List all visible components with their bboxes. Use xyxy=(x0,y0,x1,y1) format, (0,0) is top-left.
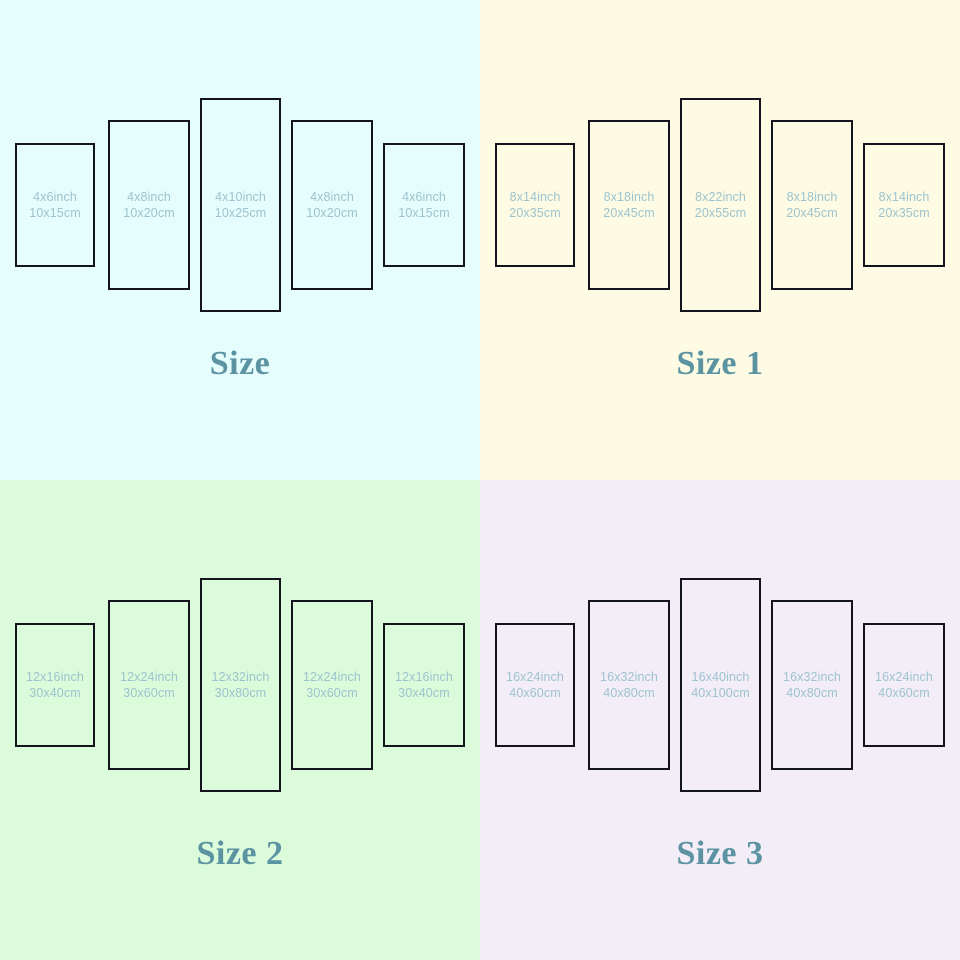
panel-size-label: 16x32inch 40x80cm xyxy=(783,669,841,702)
panel-size-label: 4x10inch 10x25cm xyxy=(215,189,266,222)
panel-size-inches: 8x18inch xyxy=(603,189,655,204)
size-panel: 8x22inch 20x55cm xyxy=(680,98,761,312)
panel-size-cm: 40x60cm xyxy=(509,686,561,700)
panel-size-label: 12x32inch 30x80cm xyxy=(212,669,270,702)
quadrant-size-1: 8x14inch 20x35cm 8x18inch 20x45cm 8x22inch 20… xyxy=(480,0,960,480)
panel-size-label: 4x8inch 10x20cm xyxy=(123,189,174,222)
panel-size-cm: 10x15cm xyxy=(398,206,450,220)
panel-size-inches: 16x24inch xyxy=(875,669,933,684)
panel-size-label: 16x40inch 40x100cm xyxy=(691,669,749,702)
panel-size-inches: 12x32inch xyxy=(211,669,270,684)
panel-size-inches: 12x24inch xyxy=(120,669,178,684)
panel-size-inches: 16x24inch xyxy=(506,669,564,684)
panel-size-label: 12x24inch 30x60cm xyxy=(303,669,361,702)
quadrant-size-2: 12x16inch 30x40cm 12x24inch 30x60cm 12x32inc… xyxy=(0,480,480,960)
panel-size-inches: 8x14inch xyxy=(509,189,561,204)
size-panel: 4x8inch 10x20cm xyxy=(291,120,373,290)
panel-size-inches: 12x16inch xyxy=(395,669,453,684)
size-panel: 8x18inch 20x45cm xyxy=(771,120,853,290)
panel-size-label: 16x24inch 40x60cm xyxy=(506,669,564,702)
panel-size-label: 12x16inch 30x40cm xyxy=(395,669,453,702)
quadrant-title-size-1: Size 1 xyxy=(676,345,764,382)
size-panel: 12x32inch 30x80cm xyxy=(200,578,281,792)
size-panel: 8x14inch 20x35cm xyxy=(863,143,945,267)
size-panel: 16x24inch 40x60cm xyxy=(495,623,575,747)
panel-size-cm: 10x20cm xyxy=(123,206,175,220)
panel-size-label: 8x22inch 20x55cm xyxy=(695,189,746,222)
panel-size-label: 16x24inch 40x60cm xyxy=(875,669,933,702)
size-panel: 16x40inch 40x100cm xyxy=(680,578,761,792)
panel-size-cm: 10x25cm xyxy=(214,206,267,220)
panel-size-inches: 4x8inch xyxy=(127,189,171,204)
panel-size-cm: 30x60cm xyxy=(306,686,358,700)
size-panel: 4x10inch 10x25cm xyxy=(200,98,281,312)
panel-size-inches: 8x14inch xyxy=(878,189,930,204)
panel-size-cm: 30x80cm xyxy=(214,686,267,700)
panel-size-label: 12x24inch 30x60cm xyxy=(120,669,178,702)
size-panel: 12x16inch 30x40cm xyxy=(15,623,95,747)
size-panel: 8x14inch 20x35cm xyxy=(495,143,575,267)
panel-size-inches: 4x10inch xyxy=(215,189,266,204)
quadrant-title-size-3: Size 3 xyxy=(676,835,764,872)
size-panel: 16x32inch 40x80cm xyxy=(588,600,670,770)
panel-size-cm: 20x45cm xyxy=(603,206,655,220)
size-panel: 4x6inch 10x15cm xyxy=(383,143,465,267)
panel-size-cm: 10x15cm xyxy=(29,206,81,220)
quadrant-title-size: Size xyxy=(209,345,271,382)
quadrant-size-3: 16x24inch 40x60cm 16x32inch 40x80cm 16x40inc… xyxy=(480,480,960,960)
panel-size-inches: 16x32inch xyxy=(783,669,841,684)
panel-size-label: 4x6inch 10x15cm xyxy=(29,189,80,222)
panel-size-cm: 40x60cm xyxy=(878,686,930,700)
panel-size-label: 16x32inch 40x80cm xyxy=(600,669,658,702)
size-panel: 12x16inch 30x40cm xyxy=(383,623,465,747)
panel-size-cm: 30x60cm xyxy=(123,686,175,700)
panel-size-inches: 8x22inch xyxy=(695,189,746,204)
panel-size-inches: 8x18inch xyxy=(786,189,838,204)
size-panel: 4x8inch 10x20cm xyxy=(108,120,190,290)
panel-size-cm: 20x45cm xyxy=(786,206,838,220)
panel-group-size-2: 12x16inch 30x40cm 12x24inch 30x60cm 12x32inc… xyxy=(0,480,480,960)
panel-size-label: 8x14inch 20x35cm xyxy=(509,189,560,222)
panel-group-size-3: 16x24inch 40x60cm 16x32inch 40x80cm 16x40inc… xyxy=(480,480,960,960)
panel-size-inches: 4x8inch xyxy=(310,189,354,204)
size-panel: 8x18inch 20x45cm xyxy=(588,120,670,290)
panel-size-cm: 20x35cm xyxy=(509,206,561,220)
panel-size-label: 12x16inch 30x40cm xyxy=(26,669,84,702)
panel-size-cm: 20x55cm xyxy=(694,206,747,220)
panel-size-inches: 16x40inch xyxy=(691,669,750,684)
panel-size-inches: 12x24inch xyxy=(303,669,361,684)
panel-size-cm: 20x35cm xyxy=(878,206,930,220)
panel-size-cm: 30x40cm xyxy=(398,686,450,700)
panel-size-cm: 40x80cm xyxy=(786,686,838,700)
size-panel: 16x24inch 40x60cm xyxy=(863,623,945,747)
panel-size-cm: 40x100cm xyxy=(691,686,750,700)
panel-size-cm: 40x80cm xyxy=(603,686,655,700)
panel-size-inches: 4x6inch xyxy=(402,189,446,204)
panel-group-size: 4x6inch 10x15cm 4x8inch 10x20cm 4x10inch 10x2… xyxy=(0,0,480,480)
panel-size-inches: 4x6inch xyxy=(33,189,77,204)
size-panel: 12x24inch 30x60cm xyxy=(291,600,373,770)
panel-size-label: 4x6inch 10x15cm xyxy=(398,189,449,222)
panel-size-label: 8x18inch 20x45cm xyxy=(603,189,654,222)
panel-size-cm: 30x40cm xyxy=(29,686,81,700)
panel-size-inches: 16x32inch xyxy=(600,669,658,684)
panel-size-cm: 10x20cm xyxy=(306,206,358,220)
quadrant-size: 4x6inch 10x15cm 4x8inch 10x20cm 4x10inch 10x2… xyxy=(0,0,480,480)
panel-size-label: 8x14inch 20x35cm xyxy=(878,189,929,222)
quadrant-title-size-2: Size 2 xyxy=(196,835,284,872)
panel-size-label: 4x8inch 10x20cm xyxy=(306,189,357,222)
panel-group-size-1: 8x14inch 20x35cm 8x18inch 20x45cm 8x22inch 20… xyxy=(480,0,960,480)
size-panel: 16x32inch 40x80cm xyxy=(771,600,853,770)
size-panel: 4x6inch 10x15cm xyxy=(15,143,95,267)
size-panel: 12x24inch 30x60cm xyxy=(108,600,190,770)
panel-size-inches: 12x16inch xyxy=(26,669,84,684)
panel-size-label: 8x18inch 20x45cm xyxy=(786,189,837,222)
